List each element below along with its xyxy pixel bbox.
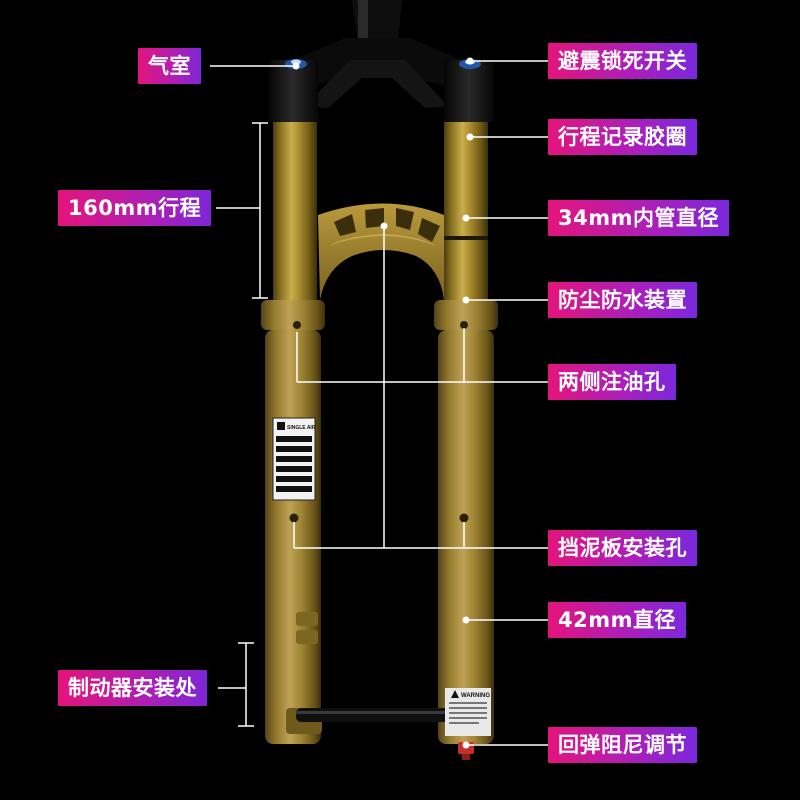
- label-oil-ports: 两侧注油孔: [548, 364, 676, 400]
- fork-crown: [270, 38, 485, 108]
- warning-sticker: WARNING: [445, 688, 491, 736]
- label-travel-ring: 行程记录胶圈: [548, 119, 697, 155]
- label-fender-mount: 挡泥板安装孔: [548, 530, 697, 566]
- label-rebound: 回弹阻尼调节: [548, 727, 697, 763]
- label-dust-seal: 防尘防水装置: [548, 282, 697, 318]
- label-stanchion-diameter: 34mm内管直径: [548, 200, 729, 236]
- spec-sticker: SINGLE AIR: [272, 417, 316, 501]
- right-stanchion: [444, 59, 494, 304]
- label-lower-diameter: 42mm直径: [548, 602, 686, 638]
- label-travel: 160mm行程: [58, 190, 212, 226]
- steerer-tube: [352, 0, 402, 40]
- sticker-brand: SINGLE AIR: [287, 425, 316, 431]
- leader-dots: [292, 57, 474, 749]
- leader-lines: [210, 60, 548, 746]
- fork-arch: [318, 203, 444, 300]
- label-lockout-switch: 避震锁死开关: [548, 43, 697, 79]
- right-lower-leg: [434, 300, 498, 744]
- label-brake-mount: 制动器安装处: [58, 670, 207, 706]
- left-lower-leg: [261, 300, 325, 744]
- warning-text: WARNING: [461, 693, 490, 699]
- left-stanchion: [268, 59, 318, 304]
- label-air-chamber: 气室: [138, 48, 201, 84]
- thru-axle: [296, 708, 466, 722]
